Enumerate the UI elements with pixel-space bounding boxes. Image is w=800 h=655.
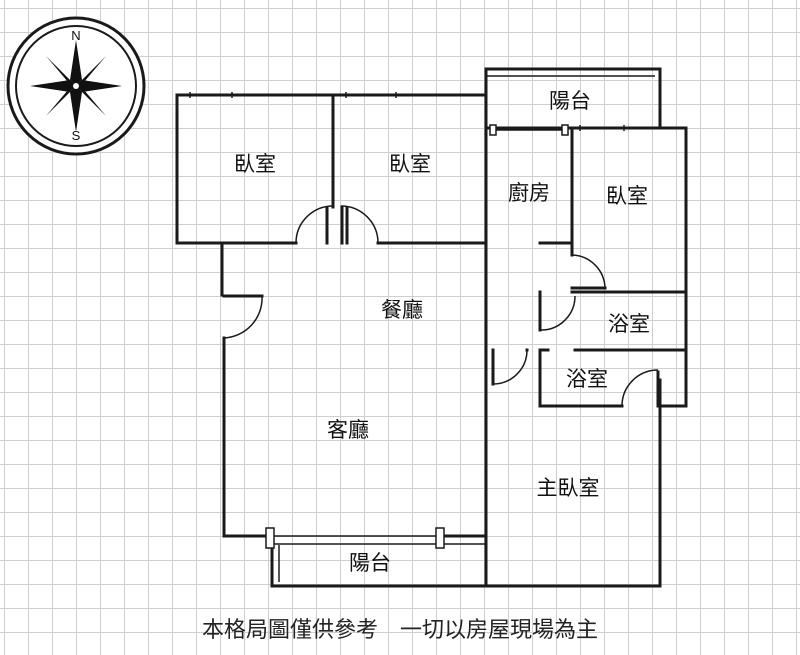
room-label-bedroom-2: 臥室 xyxy=(389,152,431,176)
compass-north-label: N xyxy=(71,28,80,43)
walls xyxy=(175,67,688,588)
compass-rose-icon: N S xyxy=(6,16,146,156)
windows xyxy=(189,92,625,549)
room-label-living: 客廳 xyxy=(327,418,369,442)
room-label-bathroom-2: 浴室 xyxy=(566,367,608,391)
compass-south-label: S xyxy=(72,128,81,143)
room-label-bedroom-1: 臥室 xyxy=(234,152,276,176)
disclaimer-text: 本格局圖僅供參考 一切以房屋現場為主 xyxy=(201,618,598,643)
window-post-left xyxy=(265,527,275,549)
room-label-kitchen: 廚房 xyxy=(508,181,550,205)
room-label-master-bedroom: 主臥室 xyxy=(537,476,600,500)
room-label-balcony-top: 陽台 xyxy=(549,89,591,113)
door-swings xyxy=(222,205,660,408)
room-label-balcony-bottom: 陽台 xyxy=(349,551,391,575)
window-post-right xyxy=(435,527,445,549)
room-label-bedroom-3: 臥室 xyxy=(606,184,648,208)
room-label-bathroom-1: 浴室 xyxy=(608,312,650,336)
room-label-dining: 餐廳 xyxy=(381,298,423,322)
